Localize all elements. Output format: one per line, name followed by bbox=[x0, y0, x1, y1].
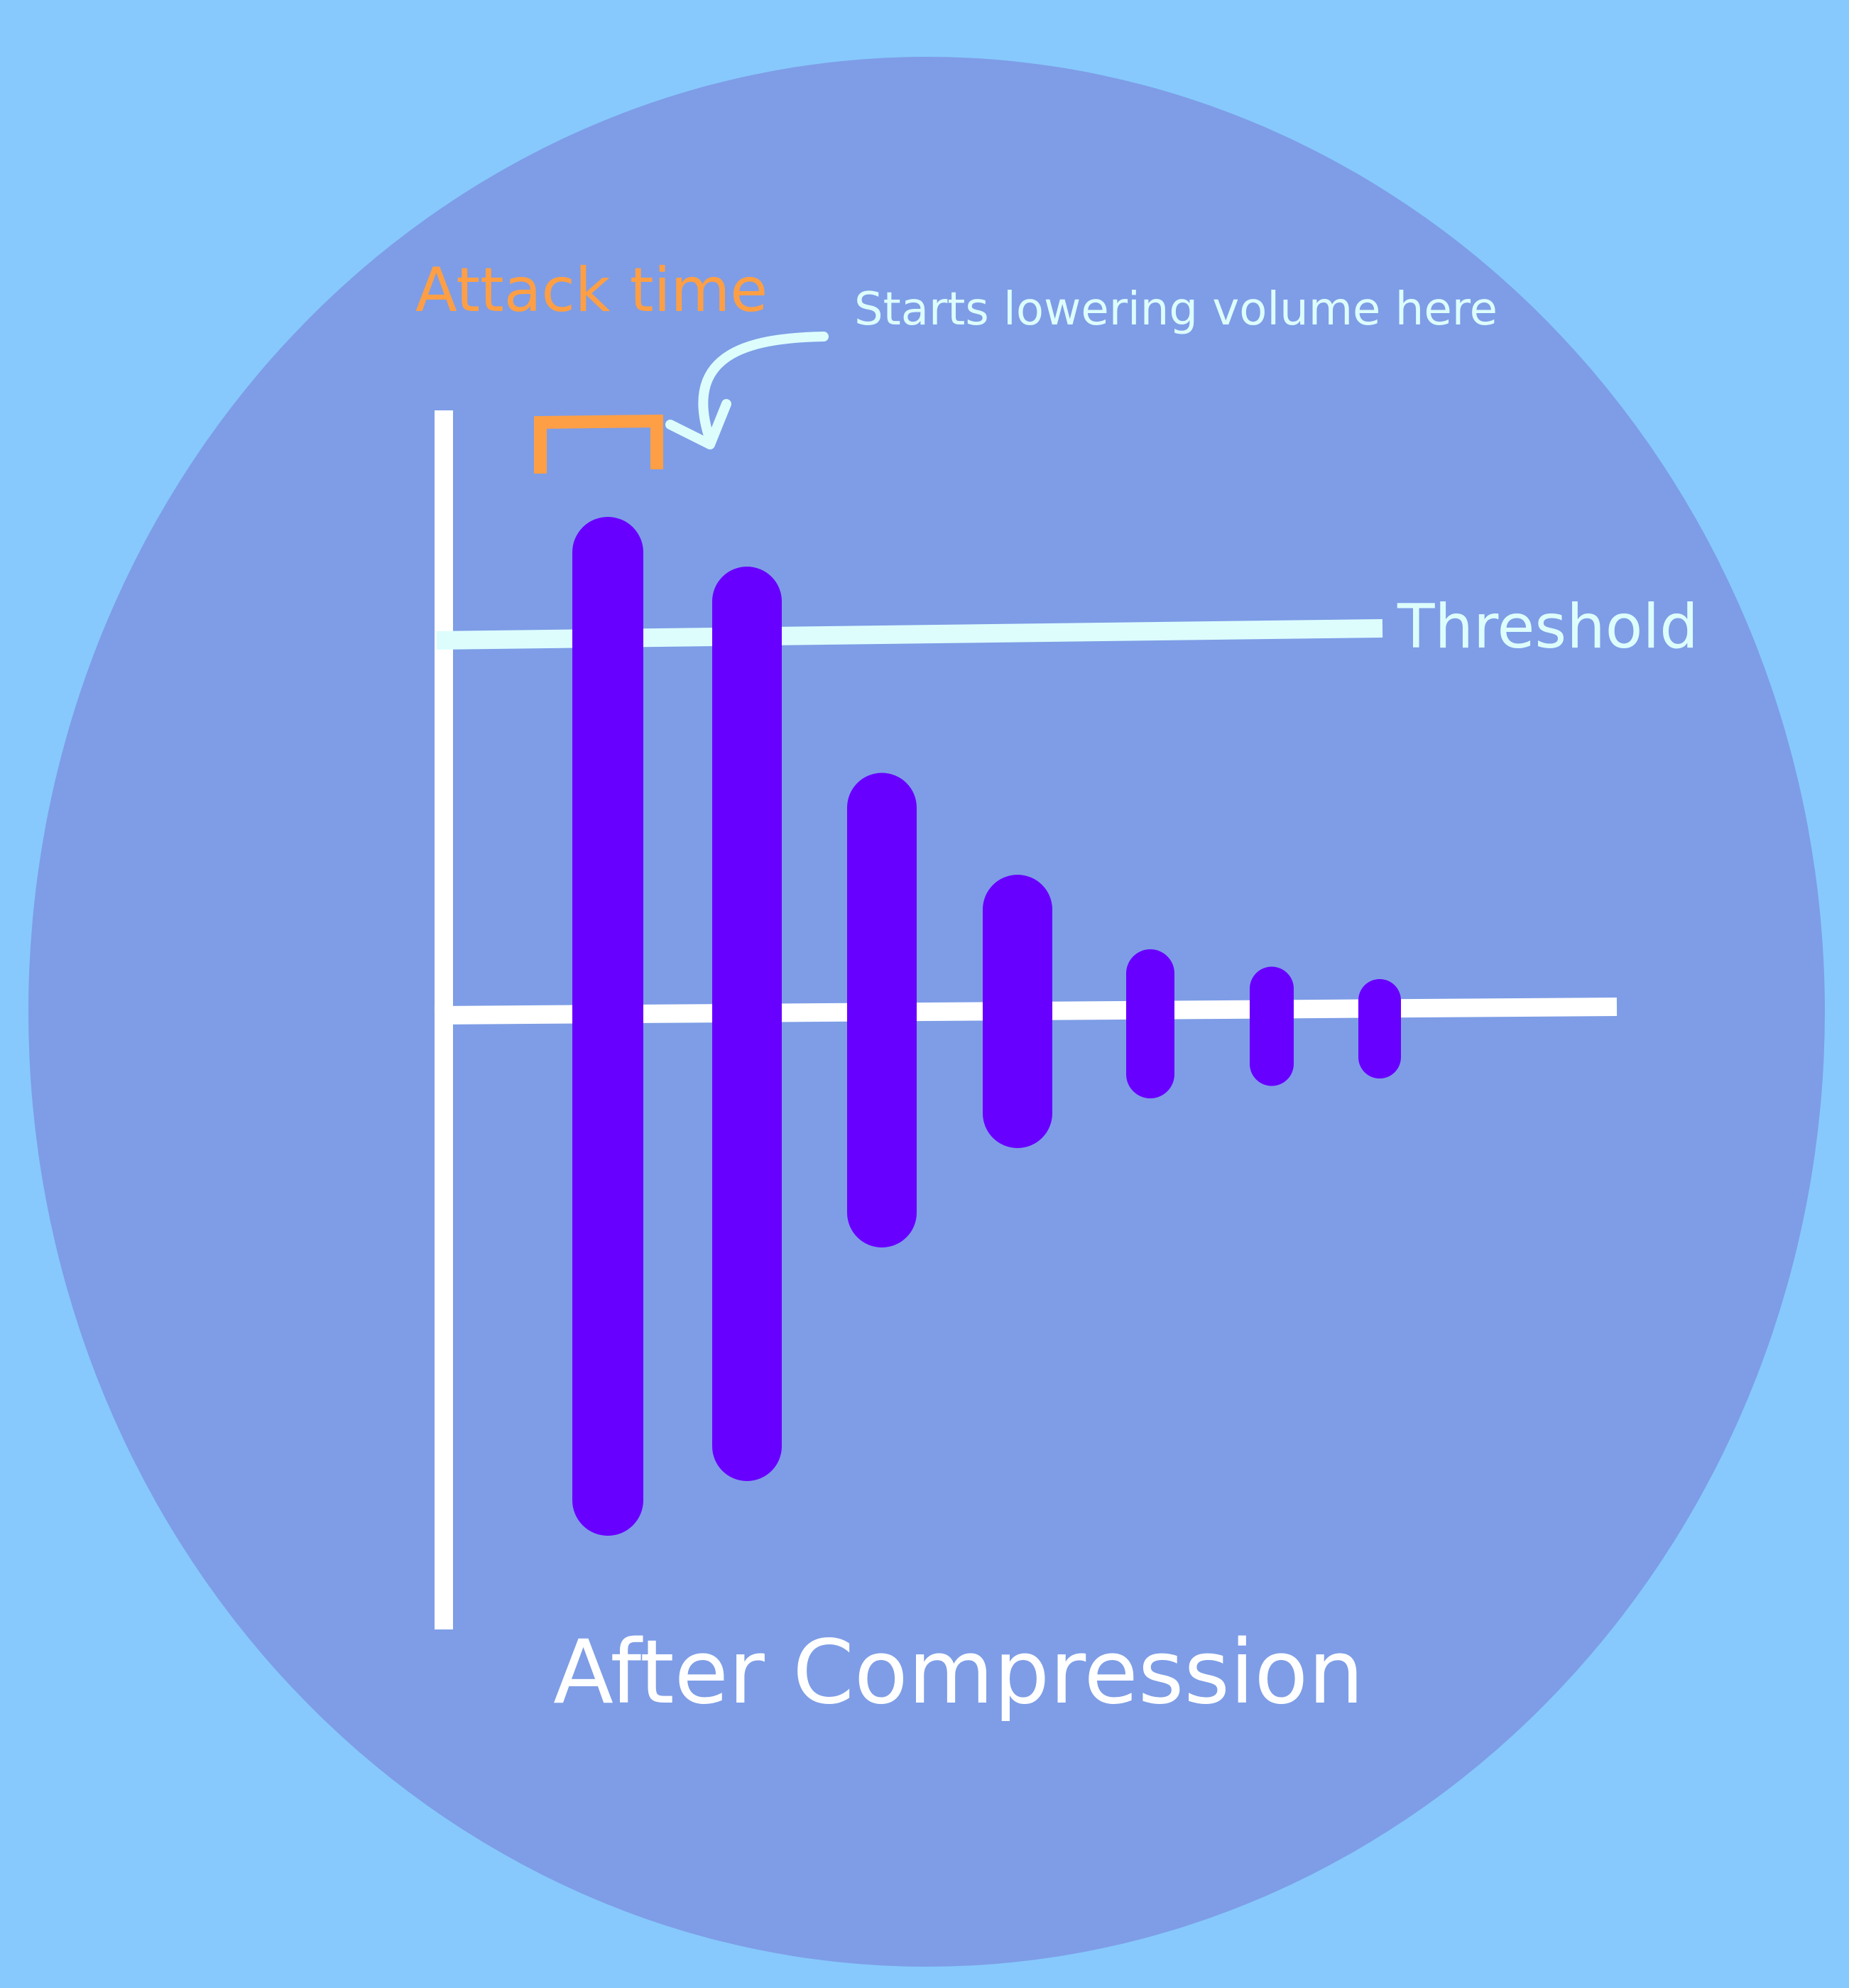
starts-lowering-label: Starts lowering volume here bbox=[854, 283, 1498, 336]
arrow-head-icon bbox=[665, 399, 731, 449]
curved-arrow bbox=[698, 332, 829, 445]
attack-time-bracket bbox=[534, 414, 663, 474]
diagram-title: After Compression bbox=[553, 1622, 1364, 1724]
waveform-bars bbox=[572, 517, 1401, 1536]
attack-time-label: Attack time bbox=[415, 255, 768, 326]
threshold-label: Threshold bbox=[1397, 591, 1698, 662]
